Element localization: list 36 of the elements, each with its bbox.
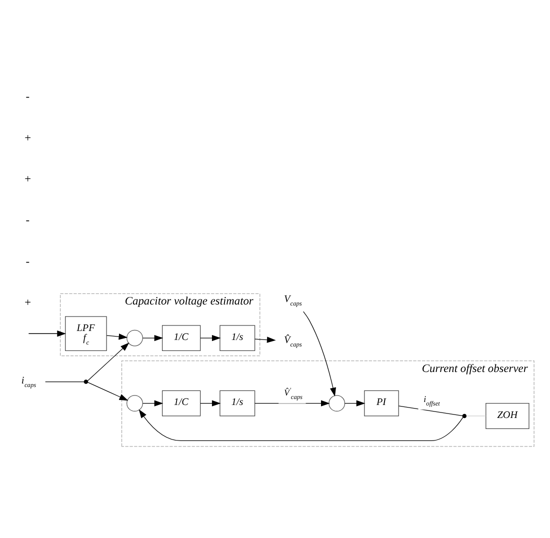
node-text: i$_{caps}$ [21,376,36,390]
arrow [138,409,464,442]
node-circle [126,330,143,346]
arrow [87,382,128,401]
node-box: 1/C [162,390,201,416]
node-circle [328,395,346,412]
label: + [24,132,32,144]
arrow [200,400,221,406]
node-box: LPF f$_{c}$ [65,316,107,352]
edge-label: i$_{offset}$ [424,394,440,408]
arrow [87,342,130,382]
arrow [142,400,164,406]
node-box: 1/C [162,325,201,352]
arrow [142,334,164,342]
label: - [26,91,30,104]
arrow [344,400,366,406]
node-box: 1/s [220,325,256,352]
label: - [26,256,30,268]
node-box: PI [364,390,399,416]
node-circle [126,395,143,412]
label: + [24,173,32,186]
node-text: V̂$_{caps}$ [284,335,302,348]
label: - [26,214,30,227]
arrow [200,334,221,342]
arrow [254,336,276,343]
label: + [24,297,32,309]
node-dot [462,414,467,418]
arrow [303,311,336,397]
connector [398,406,463,416]
node-dot [84,380,88,384]
arrow [28,330,66,337]
node-box: 1/s [220,390,256,416]
node-text: V$_{caps}$ [284,294,302,308]
connector [45,381,84,382]
arrow [106,334,128,340]
node-box: ZOH [486,403,530,429]
